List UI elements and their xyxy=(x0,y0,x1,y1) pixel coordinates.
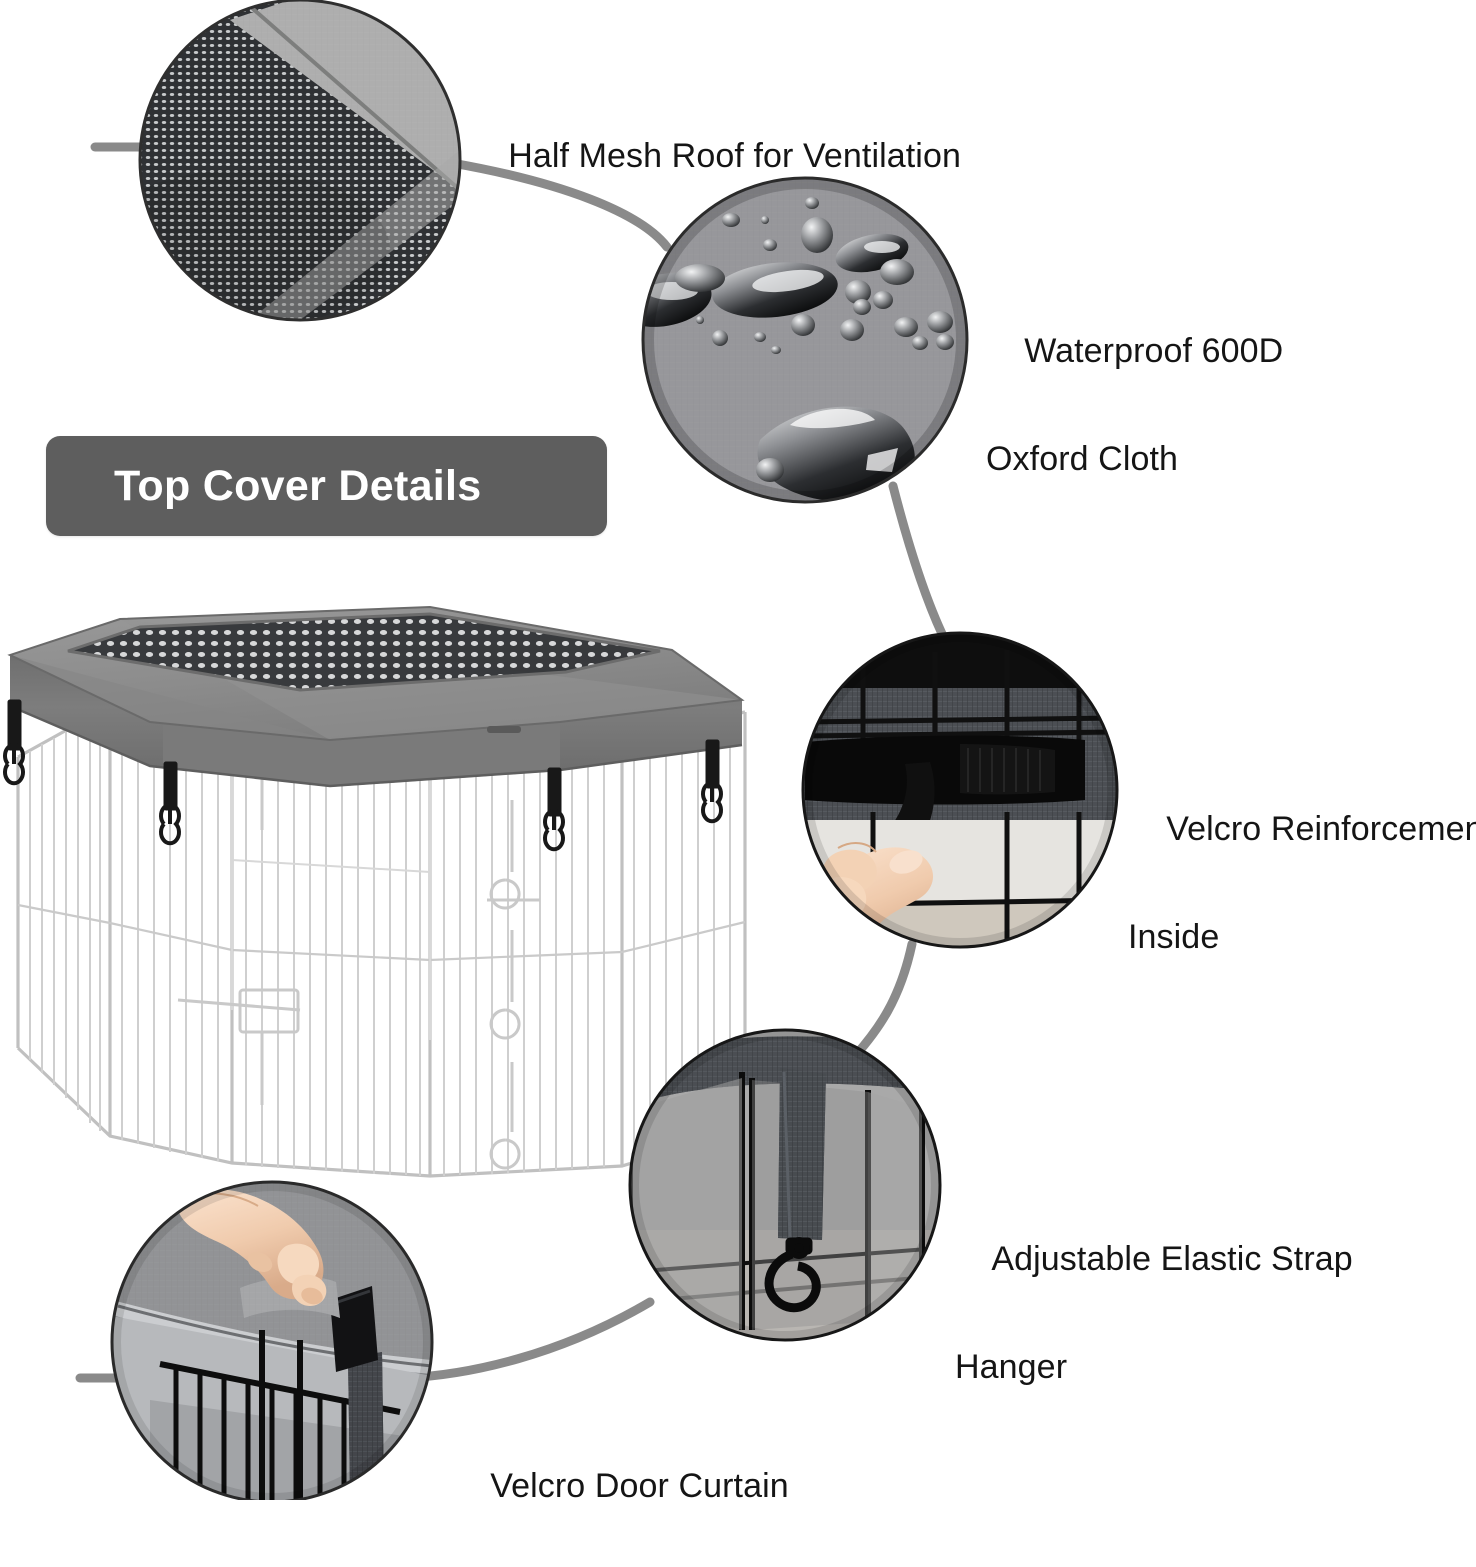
callout-line-2: Hanger xyxy=(955,1348,1068,1386)
callout-line-1: Adjustable Elastic Strap xyxy=(991,1240,1353,1278)
callout-photo-velcro-door-curtain xyxy=(110,1180,434,1500)
callout-photo-waterproof-oxford xyxy=(641,176,969,504)
connector-lines xyxy=(75,142,955,1383)
callout-photo-elastic-strap-hanger xyxy=(628,1028,942,1342)
cover-straps xyxy=(3,699,723,852)
pen-spring-clips xyxy=(487,800,540,1170)
callout-line-1: Velcro Reinforcement xyxy=(1166,810,1476,848)
hand xyxy=(176,1189,327,1306)
connector-waterproof-to-velcro xyxy=(888,481,955,655)
top-cover xyxy=(7,605,745,788)
callout-label-half-mesh-roof: Half Mesh Roof for Ventilation xyxy=(470,75,961,237)
infographic-canvas: Top Cover Details Half Mesh Roof for Ven… xyxy=(3,0,1476,1505)
product-illustration xyxy=(3,605,747,1178)
callout-label-waterproof-oxford: Waterproof 600D Oxford Cloth xyxy=(986,270,1283,594)
callout-photo-velcro-reinforcement xyxy=(801,631,1119,949)
strap-clip xyxy=(764,1237,821,1313)
callout-label-velcro-reinforcement: Velcro Reinforcement Inside xyxy=(1128,748,1476,1072)
connector-velcro-to-hanger xyxy=(850,939,917,1061)
callout-label-elastic-strap-hanger: Adjustable Elastic Strap Hanger xyxy=(955,1178,1353,1502)
callout-line-2: Oxford Cloth xyxy=(986,440,1179,478)
section-title-text: Top Cover Details xyxy=(114,461,482,510)
callout-line-1: Velcro Door Curtain xyxy=(490,1467,789,1505)
section-title-badge: Top Cover Details xyxy=(46,436,607,536)
cover-tag xyxy=(487,726,521,733)
callout-line-2: Inside xyxy=(1128,918,1220,956)
callout-line-1: Half Mesh Roof for Ventilation xyxy=(508,137,961,175)
callout-label-velcro-door-curtain: Velcro Door Curtain xyxy=(452,1405,789,1567)
illustration-layer xyxy=(3,0,1119,1500)
callout-line-1: Waterproof 600D xyxy=(1024,332,1284,370)
callout-photo-half-mesh-roof xyxy=(138,0,462,322)
connector-hanger-to-door xyxy=(399,1297,655,1383)
connector-mesh-to-waterproof xyxy=(447,158,672,252)
